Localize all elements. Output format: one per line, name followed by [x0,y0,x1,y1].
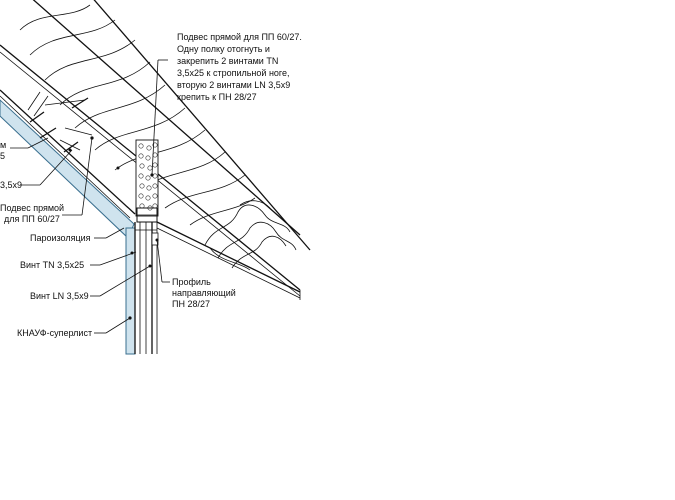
profile-label-line-2: направляющий [172,288,236,298]
label-superlist: КНАУФ-суперлист [17,328,92,338]
profile-label-line-3: ПН 28/27 [172,299,210,309]
callout-hanger-note: Подвес прямой для ПП 60/27. Одну полку о… [177,32,302,102]
slope-profile [0,89,136,219]
gypsum-board-vertical [125,227,136,355]
hanger-note-line-3: закрепить 2 винтами TN [177,56,278,66]
partial-label-5: 5 [0,151,5,161]
hanger-note-line-6: крепить к ПН 28/27 [177,92,257,102]
hanger-short-line-2: для ПП 60/27 [4,214,60,224]
hanger-note-line-2: Одну полку отогнуть и [177,44,270,54]
label-screw-tn: Винт TN 3,5х25 [20,260,84,270]
label-screw-ln: Винт LN 3,5х9 [30,291,89,301]
hanger-note-line-4: 3,5х25 к стропильной ноге, [177,68,290,78]
label-vapor-barrier: Пароизоляция [30,233,91,243]
partial-label-screw: 3,5х9 [0,180,22,190]
hanger-short-line-1: Подвес прямой [0,203,64,213]
vertical-post [135,139,159,223]
leader-lines [10,59,170,334]
hanger-note-line-1: Подвес прямой для ПП 60/27. [177,32,302,42]
roof-insulation-band [0,0,330,297]
profile-label-line-1: Профиль [172,277,211,287]
partial-label-m: м [0,140,6,150]
hanger-note-line-5: вторую 2 винтами LN 3,5х9 [177,80,290,90]
guide-profile [134,221,301,354]
wall-insulation [204,200,297,271]
